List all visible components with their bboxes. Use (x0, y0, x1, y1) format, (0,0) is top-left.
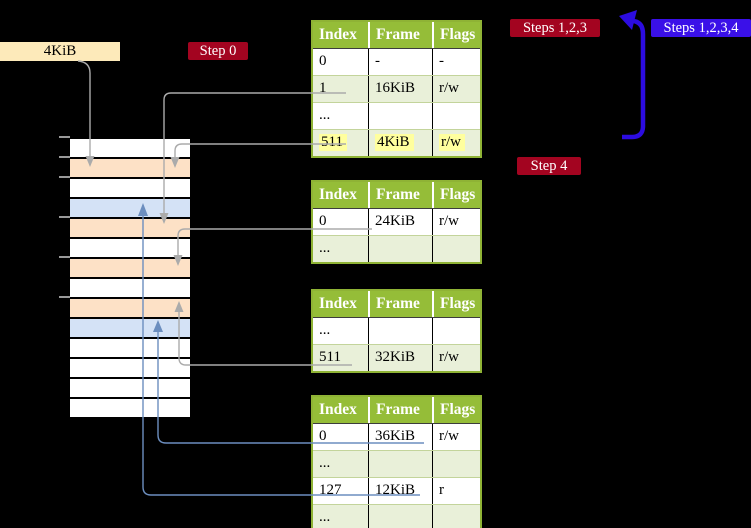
table-header-index: Index (319, 401, 357, 418)
table-cell: r (432, 478, 480, 504)
table-cell: 511 (319, 349, 341, 365)
table-header-index: Index (319, 186, 357, 203)
memory-tick (59, 296, 70, 298)
table-header-frame: Frame (368, 22, 432, 48)
table-cell: 1 (319, 80, 327, 96)
table-cell (368, 451, 432, 477)
memory-row (70, 137, 190, 157)
memory-row (70, 257, 190, 277)
memory-tick (59, 176, 70, 178)
steps-1234-badge: Steps 1,2,3,4 (651, 19, 751, 37)
memory-row (70, 377, 190, 397)
table-cell (368, 318, 432, 344)
table-cell: ... (319, 240, 331, 256)
table-header-frame: Frame (368, 182, 432, 208)
table-cell: 24KiB (368, 209, 432, 235)
table-row: ... (313, 102, 480, 129)
table-cell (368, 103, 432, 129)
memory-row (70, 297, 190, 317)
table-cell: r/w (432, 209, 480, 235)
steps-123-badge: Steps 1,2,3 (510, 19, 600, 37)
step-4-badge: Step 4 (517, 157, 581, 175)
memory-row (70, 217, 190, 237)
memory-row (70, 357, 190, 377)
table-header-flags: Flags (432, 291, 480, 317)
table-cell (432, 318, 480, 344)
table-cell (432, 505, 480, 528)
memory-row (70, 157, 190, 177)
table-cell: 4KiB (368, 130, 432, 156)
memory-tick (59, 256, 70, 258)
table-row: ... (313, 450, 480, 477)
memory-tick (59, 136, 70, 138)
table-cell (432, 236, 480, 262)
memory-row (70, 197, 190, 217)
table-cell: 0 (319, 53, 327, 69)
arrow-steps-loop (619, 10, 646, 140)
memory-row (70, 397, 190, 417)
memory-row (70, 337, 190, 357)
table-header-flags: Flags (432, 182, 480, 208)
table-cell: ... (319, 107, 331, 123)
table-header-index: Index (319, 26, 357, 43)
memory-column (70, 137, 190, 419)
table-cell: 127 (319, 482, 342, 498)
table-cell: 12KiB (368, 478, 432, 504)
memory-row (70, 177, 190, 197)
table-header-frame: Frame (368, 397, 432, 423)
table-cell: r/w (432, 76, 480, 102)
table-cell: - (368, 49, 432, 75)
table-cell (368, 505, 432, 528)
table-cell (368, 236, 432, 262)
step-0-badge: Step 0 (188, 42, 248, 60)
table-header-flags: Flags (432, 397, 480, 423)
memory-row (70, 237, 190, 257)
table-cell: ... (319, 455, 331, 471)
table-cell: - (432, 49, 480, 75)
memory-row (70, 277, 190, 297)
table-row: 0 -- (313, 49, 480, 75)
table-header-frame: Frame (368, 291, 432, 317)
table-cell: r/w (432, 424, 480, 450)
table-header-index: Index (319, 295, 357, 312)
memory-tick (59, 216, 70, 218)
frame-size-label: 4KiB (0, 42, 120, 61)
table-cell: 16KiB (368, 76, 432, 102)
table-cell: 32KiB (368, 345, 432, 371)
table-cell: 511 (313, 130, 368, 156)
memory-row (70, 317, 190, 337)
table-cell: ... (319, 322, 331, 338)
table-row: ... (313, 235, 480, 262)
table-cell: r/w (432, 345, 480, 371)
table-row: ... (313, 504, 480, 528)
table-cell: 0 (319, 213, 327, 229)
table-cell: r/w (432, 130, 480, 156)
table-cell: ... (319, 509, 331, 525)
table-cell (432, 103, 480, 129)
table-header-flags: Flags (432, 22, 480, 48)
table-cell: 36KiB (368, 424, 432, 450)
table-cell (432, 451, 480, 477)
table-row: ... (313, 318, 480, 344)
memory-tick (59, 156, 70, 158)
table-cell: 0 (319, 428, 327, 444)
